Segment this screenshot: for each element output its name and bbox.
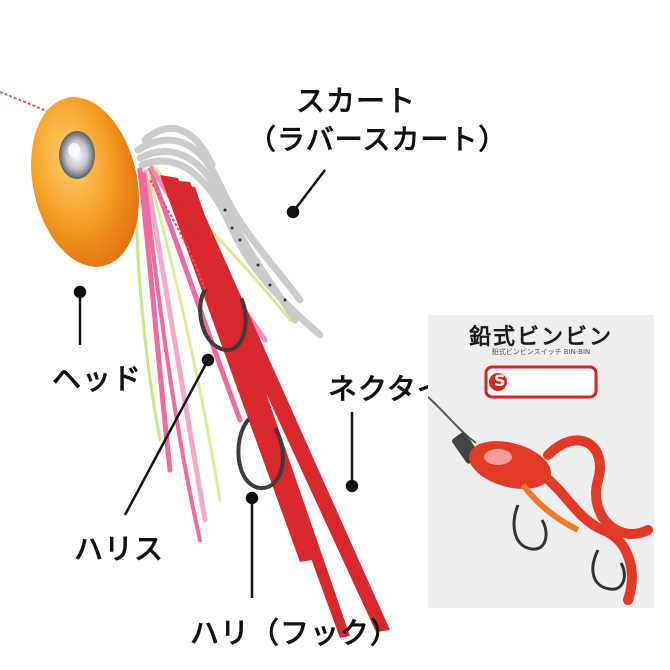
- label-rubber-skirt: （ラバースカート）: [248, 123, 508, 156]
- label-head: ヘッド: [52, 362, 143, 396]
- rubber-skirt-pink: [134, 165, 292, 542]
- inset-lure-illustration: [428, 365, 653, 605]
- leader-lines: [73, 169, 359, 598]
- rubber-skirt-silver: [134, 124, 324, 339]
- hook: [198, 288, 285, 491]
- inset-brand: 鉛式ビンビン: [468, 324, 613, 350]
- necktie: [160, 175, 390, 638]
- label-skirt: スカート: [296, 84, 417, 118]
- inset-lure-head: [469, 441, 551, 489]
- product-inset: 鉛式ビンビン 鉛式ビンビンスイッチ BIN-BIN SWITCH: [428, 315, 654, 608]
- label-hook: ハリ（フック）: [190, 616, 401, 650]
- inset-switch-text: SWITCH: [494, 371, 572, 390]
- harisu-line: [149, 179, 206, 291]
- label-necktie: ネクタイ: [328, 372, 447, 406]
- inset-subtitle: 鉛式ビンビンスイッチ BIN-BIN: [491, 348, 591, 356]
- label-harisu: ハリス: [74, 532, 165, 566]
- rubber-skirt-dots: [223, 208, 287, 302]
- switch-badge: [484, 365, 598, 399]
- lure-head: [31, 97, 139, 267]
